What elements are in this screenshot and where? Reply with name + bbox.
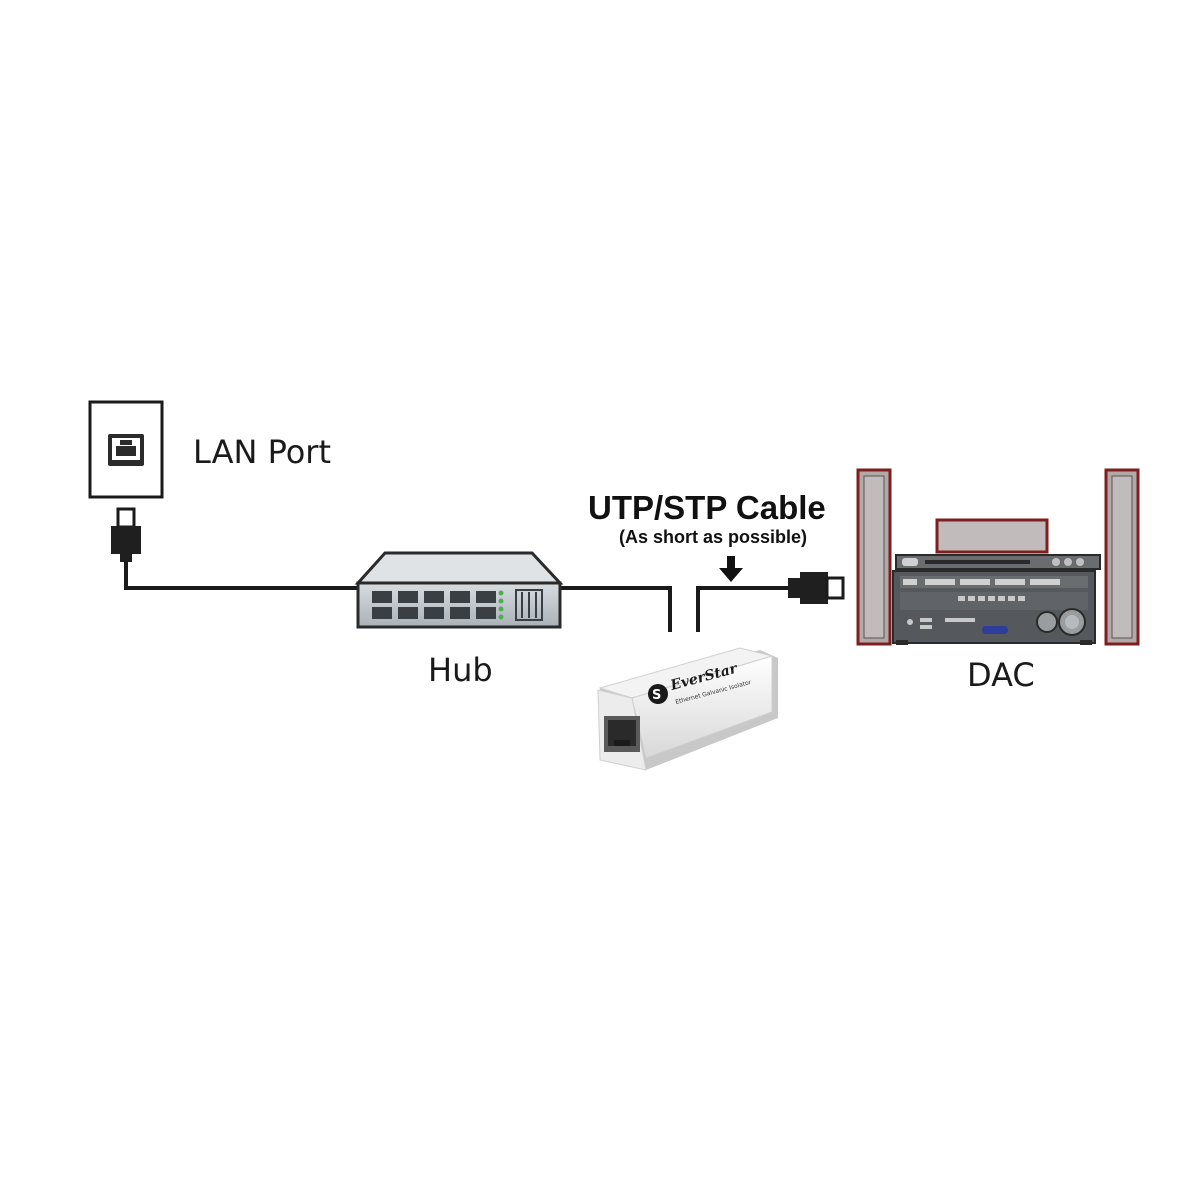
rj45-plug-icon — [111, 507, 141, 562]
cd-player — [895, 554, 1101, 570]
volume-knob-icon — [1058, 608, 1086, 636]
hub-device — [354, 551, 564, 629]
cable-note: (As short as possible) — [619, 527, 807, 547]
cable-hub-to-isolator — [556, 586, 672, 632]
selector-knob-icon — [1036, 611, 1058, 633]
rj45-jack-icon — [108, 434, 144, 466]
isolator-rj45-jack-icon — [604, 716, 640, 752]
hub-ports — [372, 591, 496, 619]
hub-vent — [515, 589, 543, 621]
arrow-down-icon — [719, 556, 743, 582]
dac-audio-system — [856, 468, 1140, 646]
svg-text:S: S — [652, 688, 661, 703]
av-receiver — [892, 570, 1096, 645]
lan-wall-plate — [88, 400, 164, 499]
speaker-right — [1104, 468, 1140, 646]
cable-isolator-to-dac — [696, 586, 800, 632]
rj45-plug-dac-icon — [788, 572, 845, 604]
cable-lan-to-hub — [124, 560, 362, 590]
cable-title: UTP/STP Cable — [588, 489, 826, 526]
center-speaker — [935, 518, 1049, 554]
dac-label: DAC — [967, 656, 1035, 694]
hub-status-leds — [498, 590, 504, 620]
receiver-display-badge — [982, 626, 1008, 634]
hub-label: Hub — [428, 651, 493, 689]
ethernet-isolator-device: S EverStar Ethernet Galvanic Isolator — [597, 647, 778, 771]
speaker-left — [856, 468, 892, 646]
everstar-logo-icon: S — [648, 684, 668, 704]
lan-port-label: LAN Port — [193, 433, 331, 471]
